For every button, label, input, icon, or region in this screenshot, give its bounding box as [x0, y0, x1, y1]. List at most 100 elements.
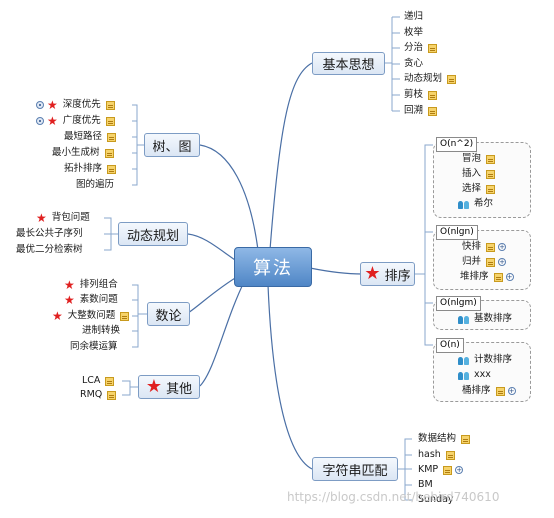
sort-group-label[interactable]: O(nlgn): [436, 225, 478, 240]
note-icon[interactable]: [105, 116, 115, 126]
leaf-label: 素数问题: [79, 294, 118, 305]
users-icon: [458, 315, 469, 324]
tree-item-bfs[interactable]: ★ 广度优先: [36, 114, 115, 128]
sort-group-label[interactable]: O(n^2): [436, 137, 478, 152]
basic-item-greedy[interactable]: 贪心: [402, 57, 425, 71]
leaf-label: 插入: [462, 168, 482, 179]
sort-item-merge[interactable]: 归并 +: [460, 255, 507, 269]
leaf-label: RMQ: [80, 389, 103, 400]
note-icon[interactable]: [428, 106, 438, 116]
basic-item-backtracking[interactable]: 回溯: [402, 104, 438, 118]
expand-icon[interactable]: +: [507, 387, 516, 395]
topic-number-theory[interactable]: 数论: [147, 302, 190, 326]
leaf-label: xxx: [474, 369, 491, 380]
users-icon: [458, 371, 469, 380]
note-icon[interactable]: [428, 43, 438, 53]
dp-item-lcs[interactable]: 最长公共子序列: [14, 227, 85, 241]
star-icon: ★: [52, 309, 63, 323]
note-icon[interactable]: [486, 184, 496, 194]
number-item-modular[interactable]: 同余模运算: [68, 340, 120, 354]
basic-item-enumeration[interactable]: 枚举: [402, 26, 425, 40]
topic-other[interactable]: ★ 其他: [138, 375, 200, 399]
note-icon[interactable]: [120, 311, 130, 321]
sort-item-radix[interactable]: 基数排序: [458, 312, 514, 326]
dp-item-knapsack[interactable]: ★ 背包问题: [36, 211, 92, 225]
other-item-rmq[interactable]: RMQ: [78, 388, 117, 402]
topic-sorting[interactable]: ★ 排序: [360, 262, 415, 286]
sort-item-xxx[interactable]: xxx: [458, 368, 493, 382]
note-icon[interactable]: [461, 434, 471, 444]
tree-item-dfs[interactable]: ★ 深度优先: [36, 98, 115, 112]
tree-item-topo-sort[interactable]: 拓扑排序: [62, 162, 117, 176]
tree-item-shortest-path[interactable]: 最短路径: [62, 130, 117, 144]
note-icon[interactable]: [486, 169, 496, 179]
sort-item-insertion[interactable]: 插入: [460, 167, 496, 181]
note-icon[interactable]: [105, 100, 115, 110]
bullet-icon[interactable]: [36, 117, 44, 125]
note-icon[interactable]: [107, 164, 117, 174]
note-icon[interactable]: [486, 257, 496, 267]
dp-item-optimal-bst[interactable]: 最优二分检索树: [14, 243, 85, 257]
central-topic-label: 算法: [253, 258, 293, 279]
leaf-label: 堆排序: [460, 271, 489, 282]
topic-sorting-label: 排序: [384, 268, 411, 284]
basic-item-divide-conquer[interactable]: 分治: [402, 41, 438, 55]
sort-item-bucket[interactable]: 桶排序 +: [460, 384, 516, 398]
expand-icon[interactable]: +: [498, 258, 507, 266]
note-icon[interactable]: [493, 272, 503, 282]
leaf-label: LCA: [82, 375, 101, 386]
star-icon: ★: [36, 211, 47, 225]
tree-item-mst[interactable]: 最小生成树: [50, 146, 114, 160]
note-icon[interactable]: [105, 376, 115, 386]
string-item-hash[interactable]: hash: [416, 448, 455, 462]
basic-item-pruning[interactable]: 剪枝: [402, 88, 438, 102]
note-icon[interactable]: [445, 450, 455, 460]
string-item-bm[interactable]: BM: [416, 478, 435, 492]
topic-tree-graph[interactable]: 树、图: [144, 133, 200, 157]
string-item-sunday[interactable]: Sunday: [416, 493, 456, 507]
leaf-label: 枚举: [404, 27, 424, 38]
star-icon: ★: [364, 263, 381, 284]
note-icon[interactable]: [486, 154, 496, 164]
topic-string-matching[interactable]: 字符串匹配: [312, 457, 398, 481]
string-item-kmp[interactable]: KMP +: [416, 463, 464, 477]
sort-item-heap[interactable]: 堆排序 +: [458, 270, 514, 284]
note-icon[interactable]: [443, 465, 453, 475]
leaf-label: Sunday: [418, 494, 454, 505]
note-icon[interactable]: [447, 74, 457, 84]
sort-item-bubble[interactable]: 冒泡: [460, 152, 496, 166]
string-item-data-structure[interactable]: 数据结构: [416, 432, 471, 446]
other-item-lca[interactable]: LCA: [80, 374, 115, 388]
sort-item-quick[interactable]: 快排 +: [460, 240, 507, 254]
number-item-base-conversion[interactable]: 进制转换: [80, 324, 122, 338]
bullet-icon[interactable]: [36, 101, 44, 109]
watermark: https://blog.csdn.net/hebird740610: [287, 490, 500, 504]
basic-item-dynamic-programming[interactable]: 动态规划: [402, 72, 457, 86]
number-item-big-integer[interactable]: ★ 大整数问题: [52, 309, 130, 323]
expand-icon[interactable]: +: [498, 243, 507, 251]
topic-string-matching-label: 字符串匹配: [322, 463, 388, 479]
expand-icon[interactable]: +: [505, 273, 514, 281]
note-icon[interactable]: [428, 90, 438, 100]
leaf-label: 剪枝: [404, 89, 424, 100]
central-topic[interactable]: 算法: [234, 247, 312, 287]
number-item-prime[interactable]: ★ 素数问题: [64, 293, 120, 307]
tree-item-traversal[interactable]: 图的遍历: [74, 178, 116, 192]
note-icon[interactable]: [495, 386, 505, 396]
topic-basic-ideas[interactable]: 基本思想: [312, 52, 385, 75]
sort-item-counting[interactable]: 计数排序: [458, 353, 514, 367]
basic-item-recursion[interactable]: 递归: [402, 10, 425, 24]
expand-icon[interactable]: +: [455, 466, 464, 474]
note-icon[interactable]: [107, 390, 117, 400]
topic-dynamic-programming[interactable]: 动态规划: [118, 222, 188, 246]
leaf-label: 快排: [462, 241, 482, 252]
note-icon[interactable]: [486, 242, 496, 252]
sort-group-label[interactable]: O(nlgm): [436, 296, 481, 311]
sort-item-selection[interactable]: 选择: [460, 182, 496, 196]
note-icon[interactable]: [104, 148, 114, 158]
note-icon[interactable]: [107, 132, 117, 142]
leaf-label: 贪心: [404, 58, 424, 69]
sort-item-shell[interactable]: 希尔: [458, 197, 495, 211]
sort-group-label[interactable]: O(n): [436, 338, 464, 353]
number-item-permutation[interactable]: ★ 排列组合: [64, 278, 120, 292]
